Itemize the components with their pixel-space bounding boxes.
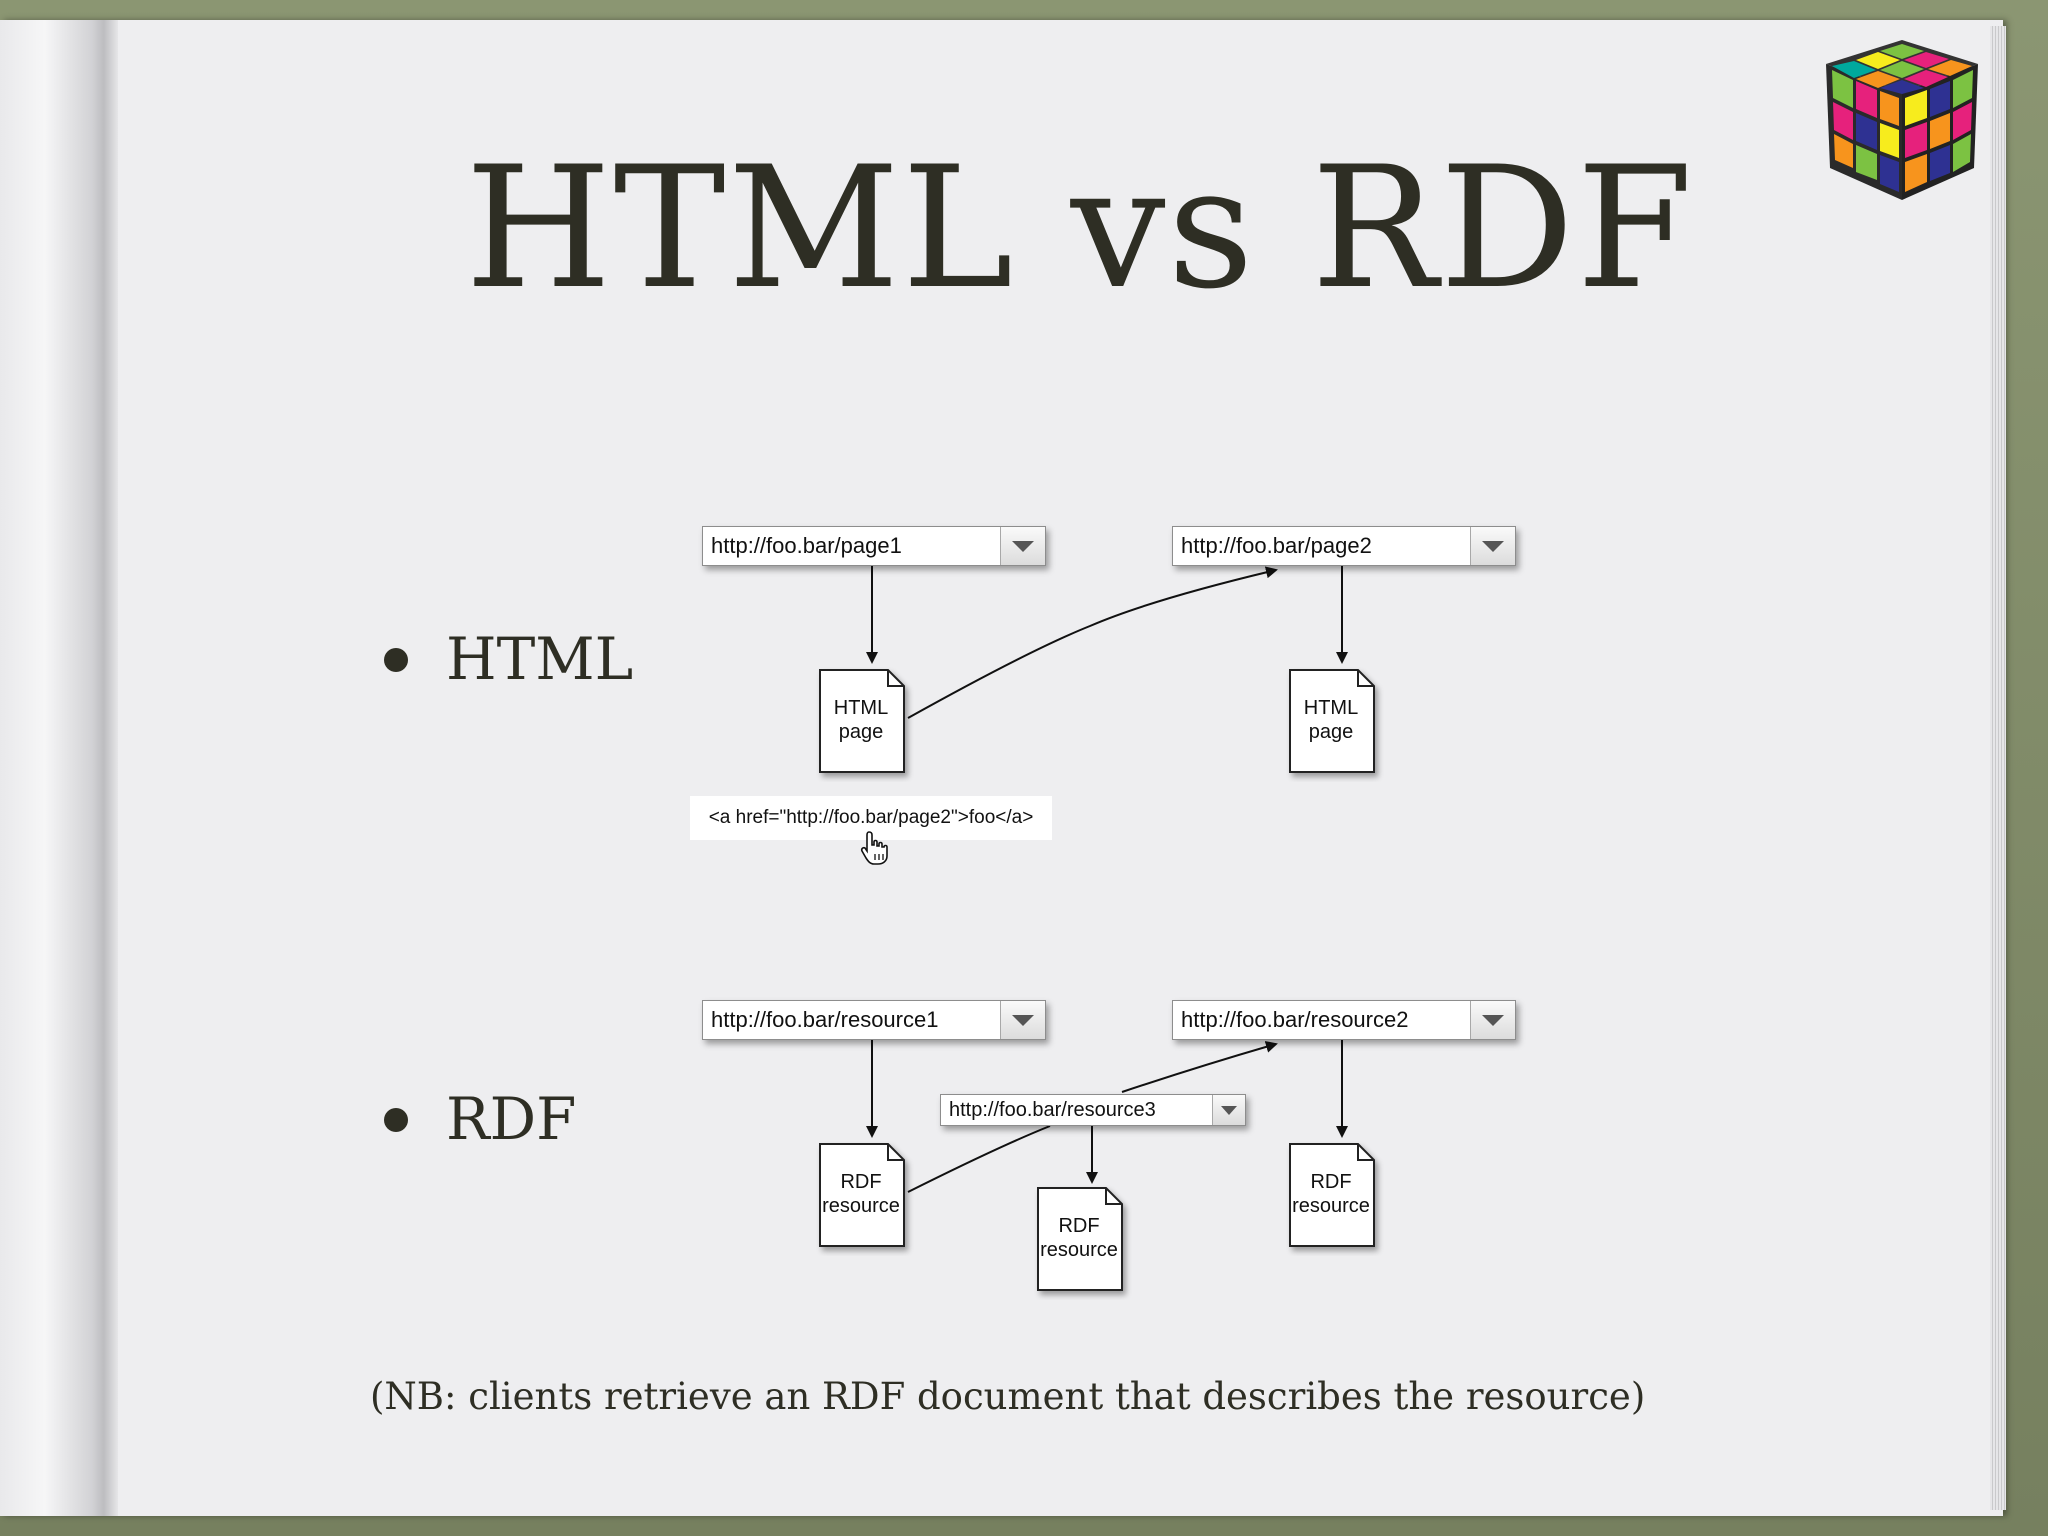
triangle-down-icon [1482,540,1504,552]
url-text[interactable]: http://foo.bar/page1 [711,533,902,558]
url-dropdown-button[interactable] [1212,1095,1245,1125]
bullet-html-label: HTML [446,625,634,693]
triangle-down-icon [1482,1014,1504,1026]
triangle-down-icon [1221,1105,1237,1115]
rubiks-cube-icon [1822,36,1982,204]
doc-label-line1: HTML [1303,697,1359,719]
url-bar-resource1[interactable]: http://foo.bar/resource1 [702,1000,1046,1040]
bullet-dot [384,1107,408,1132]
doc-label-line2: page [1308,721,1354,743]
bullet-html: HTML [384,624,633,694]
triangle-down-icon [1012,1014,1034,1026]
html-connectors [866,566,1348,719]
url-text[interactable]: http://foo.bar/resource1 [711,1007,939,1032]
url-bar-resource3[interactable]: http://foo.bar/resource3 [940,1094,1246,1126]
doc-label-line1: RDF [1310,1171,1352,1193]
footnote: (NB: clients retrieve an RDF document th… [370,1375,1646,1418]
bullet-rdf: RDF [384,1084,576,1154]
url-dropdown-button[interactable] [1000,527,1045,565]
bullet-dot [384,647,408,672]
doc-label-line1: HTML [833,697,889,719]
book-gutter [0,20,118,1516]
url-text[interactable]: http://foo.bar/page2 [1181,533,1372,558]
doc-label-line1: RDF [840,1171,882,1193]
arrow-resource1-to-url3 [907,1125,1051,1193]
url-text[interactable]: http://foo.bar/resource3 [949,1098,1156,1121]
slide-title: HTML vs RDF [465,130,1695,326]
url-bar-page2[interactable]: http://foo.bar/page2 [1172,526,1516,566]
doc-label-line2: resource [822,1195,900,1217]
url-dropdown-button[interactable] [1000,1001,1045,1039]
url-dropdown-button[interactable] [1470,1001,1515,1039]
slide-page [0,20,2003,1516]
url-bar-page1[interactable]: http://foo.bar/page1 [702,526,1046,566]
page-stack-edge [1990,26,2006,1510]
bullet-rdf-label: RDF [446,1085,577,1153]
url-bar-resource2[interactable]: http://foo.bar/resource2 [1172,1000,1516,1040]
rdf-connectors [866,1040,1348,1193]
doc-label-line2: page [838,721,884,743]
doc-label-line2: resource [1040,1239,1118,1261]
url-text[interactable]: http://foo.bar/resource2 [1181,1007,1409,1032]
url-dropdown-button[interactable] [1470,527,1515,565]
hand-pointer-icon [860,830,890,870]
triangle-down-icon [1012,540,1034,552]
arrow-page1-to-url2 [907,566,1278,719]
arrow-url3-to-url2 [1121,1041,1278,1093]
doc-label-line2: resource [1292,1195,1370,1217]
doc-label-line1: RDF [1058,1215,1100,1237]
